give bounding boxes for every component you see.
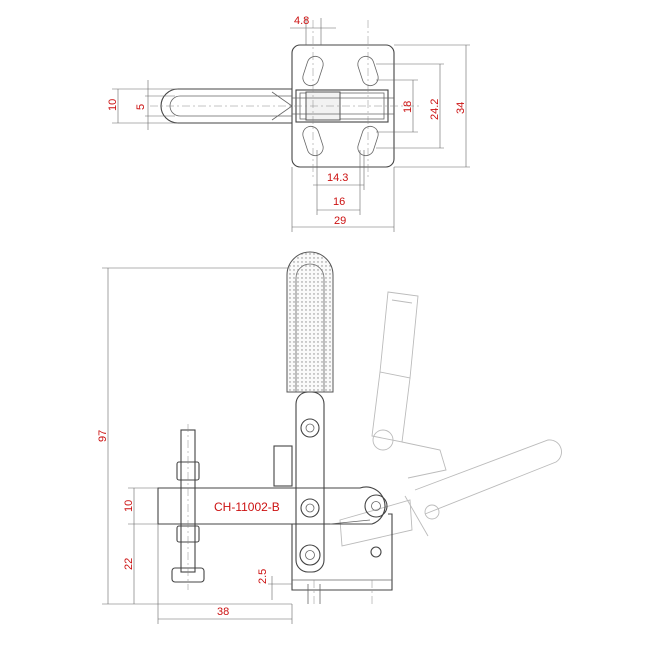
dim-reach: 38	[217, 606, 229, 618]
dim-hole-outer: 24.2	[429, 99, 441, 120]
side-view: CH-11002-B 97 10 22 2.5 38	[97, 251, 562, 624]
clamp-arm	[157, 486, 386, 525]
model-label: CH-11002-B	[214, 500, 280, 514]
spindle	[171, 424, 205, 590]
dim-inner-width: 16	[333, 196, 345, 208]
dim-spindle-height: 10	[123, 500, 135, 512]
dim-hole-spacing-x: 14.3	[327, 172, 348, 184]
side-handle-grip	[286, 251, 334, 393]
dim-base-width: 29	[334, 215, 346, 227]
dim-hole-inner: 18	[402, 101, 414, 113]
dim-base-height: 34	[455, 102, 467, 114]
dim-spindle-offset: 22	[123, 558, 135, 570]
dim-handle-outer: 10	[107, 99, 119, 111]
dim-slot-width: 4.8	[294, 15, 309, 27]
top-view: 4.8 10 5 18 24.2 34 14.3 16 29	[107, 15, 470, 232]
side-handle-lever	[295, 391, 325, 573]
open-position-ghost	[339, 291, 562, 547]
mounting-slots	[302, 55, 379, 157]
dim-total-height: 97	[97, 430, 109, 442]
clamp-base	[291, 513, 393, 591]
dim-handle-inner: 5	[135, 104, 147, 110]
dim-base-thickness: 2.5	[257, 569, 269, 584]
